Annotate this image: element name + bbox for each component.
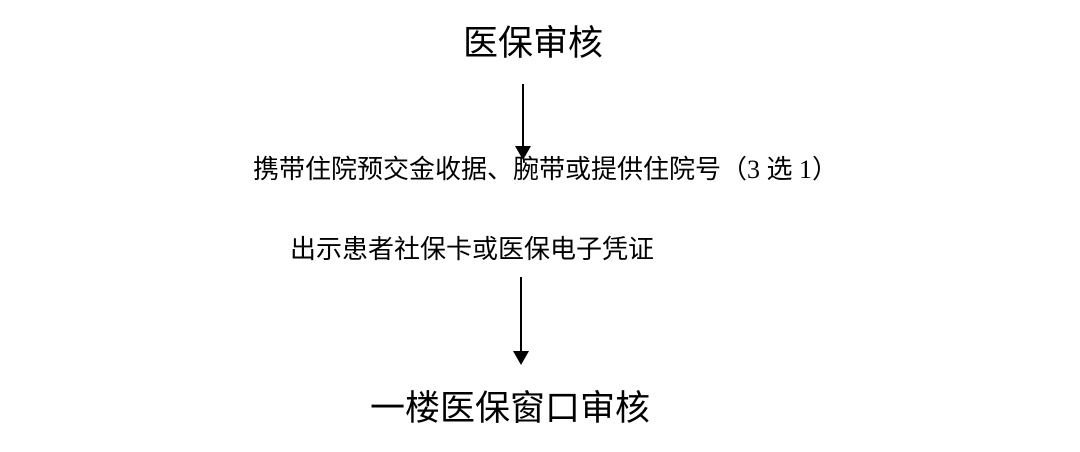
step-show-card: 出示患者社保卡或医保电子凭证	[290, 235, 655, 265]
arrow-2	[513, 277, 529, 365]
step-title-insurance-review: 医保审核	[463, 24, 604, 64]
choose-one-note: （3 选 1）	[721, 155, 839, 184]
step-bring-documents: 携带住院预交金收据、腕带或提供住院号（3 选 1）	[253, 155, 839, 185]
step-title-window-review: 一楼医保窗口审核	[370, 389, 651, 429]
arrow-1	[515, 84, 531, 160]
step-bring-documents-text: 携带住院预交金收据、腕带或提供住院号	[253, 155, 722, 185]
